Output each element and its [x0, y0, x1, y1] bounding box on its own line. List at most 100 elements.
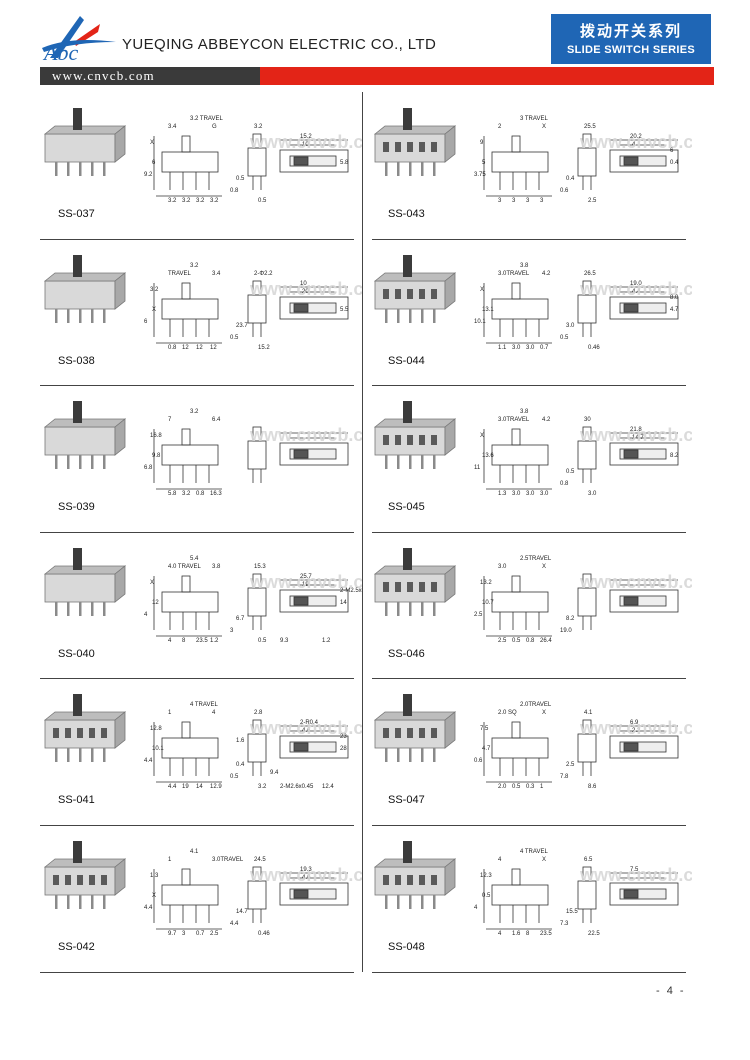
dimension-label: 4.4 — [632, 289, 641, 295]
abc-logo: Abc — [42, 16, 116, 62]
dimension-drawing — [153, 866, 349, 930]
model-label: SS-047 — [388, 794, 425, 806]
dimension-label: 3.0 — [498, 564, 507, 570]
dimension-label: 1.6 — [512, 931, 521, 937]
dimension-label: 1 — [540, 784, 544, 790]
dimension-label: 0.5 — [230, 335, 239, 341]
dimension-label: 4.1 — [584, 710, 593, 716]
dimension-label: 14.7 — [632, 435, 644, 441]
dimension-label: 3.2 — [182, 491, 191, 497]
dimension-label: 0.5 — [236, 176, 245, 182]
dimension-label: 0.46 — [588, 345, 600, 351]
dimension-label: 6.5 — [584, 857, 593, 863]
page-header: Abc YUEQING ABBEYCON ELECTRIC CO., LTD 拨… — [0, 0, 750, 92]
dimension-label: 4.1 — [190, 849, 199, 855]
dimension-drawing — [483, 426, 679, 490]
dimension-label: 2.5 — [210, 931, 219, 937]
dimension-label: 8 — [526, 931, 530, 937]
grid-divider-horizontal — [40, 532, 354, 533]
dimension-label: 4.2 — [542, 417, 551, 423]
dimension-label: 2.8 — [254, 710, 263, 716]
dimension-label: X — [150, 140, 154, 146]
dimension-label: 30 — [584, 417, 591, 423]
series-title-en: SLIDE SWITCH SERIES — [567, 44, 695, 56]
dimension-label: 4.4 — [230, 921, 239, 927]
watermark: www.cnvcb.com — [249, 132, 362, 152]
dimension-label: 3.0 — [512, 345, 521, 351]
grid-divider-horizontal — [372, 239, 686, 240]
dimension-label: 9.3 — [280, 638, 289, 644]
dimension-label: 3.2 — [254, 124, 263, 130]
model-label: SS-043 — [388, 208, 425, 220]
dimension-label: 0.5 — [230, 774, 239, 780]
dimension-drawing — [153, 280, 349, 344]
dimension-label: 8.0 — [670, 295, 679, 301]
watermark: www.cnvcb.com — [579, 865, 692, 885]
model-label: SS-046 — [388, 648, 425, 660]
switch-photo — [373, 548, 457, 616]
dimension-drawing — [483, 133, 679, 197]
dimension-label: 12 — [182, 345, 189, 351]
dimension-label: 25.7 — [300, 574, 312, 580]
dimension-label: 12 — [196, 345, 203, 351]
dimension-label: 0.5 — [512, 784, 521, 790]
dimension-label: 0.4 — [236, 762, 245, 768]
dimension-label: 2.2 — [632, 728, 641, 734]
dimension-label: 4 — [168, 638, 172, 644]
dimension-label: 14 — [340, 600, 347, 606]
switch-photo — [373, 255, 457, 323]
dimension-label: 10 — [302, 142, 309, 148]
dimension-label: 2-Φ2.2 — [254, 271, 273, 277]
dimension-label: 6.7 — [236, 616, 245, 622]
dimension-label: 23.5 — [196, 638, 208, 644]
dimension-label: 4.6 — [302, 728, 311, 734]
dimension-label: 4 — [144, 612, 148, 618]
dimension-label: 8.2 — [670, 453, 679, 459]
dimension-label: 3.0 — [588, 491, 597, 497]
dimension-label: 0.5 — [258, 638, 267, 644]
dimension-label: 26.4 — [540, 638, 552, 644]
grid-divider-vertical — [362, 92, 363, 972]
watermark: www.cnvcb.com — [579, 279, 692, 299]
dimension-label: 4 — [212, 710, 216, 716]
dimension-label: 8.2 — [566, 616, 575, 622]
switch-photo — [43, 841, 127, 909]
dimension-label: 12.4 — [322, 784, 334, 790]
dimension-label: 4 TRAVEL — [520, 849, 548, 855]
dimension-label: 11 — [474, 465, 481, 471]
dimension-label: 6 — [152, 160, 156, 166]
dimension-label: TRAVEL — [168, 271, 192, 277]
dimension-drawing — [153, 573, 349, 637]
dimension-label: 0.5 — [512, 638, 521, 644]
dimension-label: 1.6 — [236, 738, 245, 744]
watermark: www.cnvcb.com — [249, 865, 362, 885]
dimension-label: 1.2 — [322, 638, 331, 644]
dimension-label: 3.0 — [540, 491, 549, 497]
dimension-label: 5.8 — [340, 160, 349, 166]
grid-divider-horizontal — [372, 972, 686, 973]
switch-photo — [43, 255, 127, 323]
dimension-label: 19.3 — [300, 867, 312, 873]
dimension-label: 19.0 — [560, 628, 572, 634]
series-badge: 拨动开关系列 SLIDE SWITCH SERIES — [551, 14, 711, 64]
grid-divider-horizontal — [372, 678, 686, 679]
watermark: www.cnvcb.com — [579, 572, 692, 592]
dimension-label: X — [542, 857, 546, 863]
dimension-label: 2 — [498, 124, 502, 130]
watermark: www.cnvcb.com — [249, 425, 362, 445]
dimension-label: 2-M2.5x0.45 — [340, 588, 362, 594]
dimension-label: 5.5 — [340, 307, 349, 313]
dimension-label: 3 — [512, 198, 516, 204]
dimension-label: 13.6 — [482, 453, 494, 459]
dimension-label: 15.5 — [566, 909, 578, 915]
watermark: www.cnvcb.com — [579, 425, 692, 445]
dimension-label: 3.0TRAVEL — [212, 857, 244, 863]
dimension-label: 4.0 TRAVEL — [168, 564, 201, 570]
dimension-label: 24.5 — [254, 857, 266, 863]
dimension-drawing — [153, 426, 349, 490]
